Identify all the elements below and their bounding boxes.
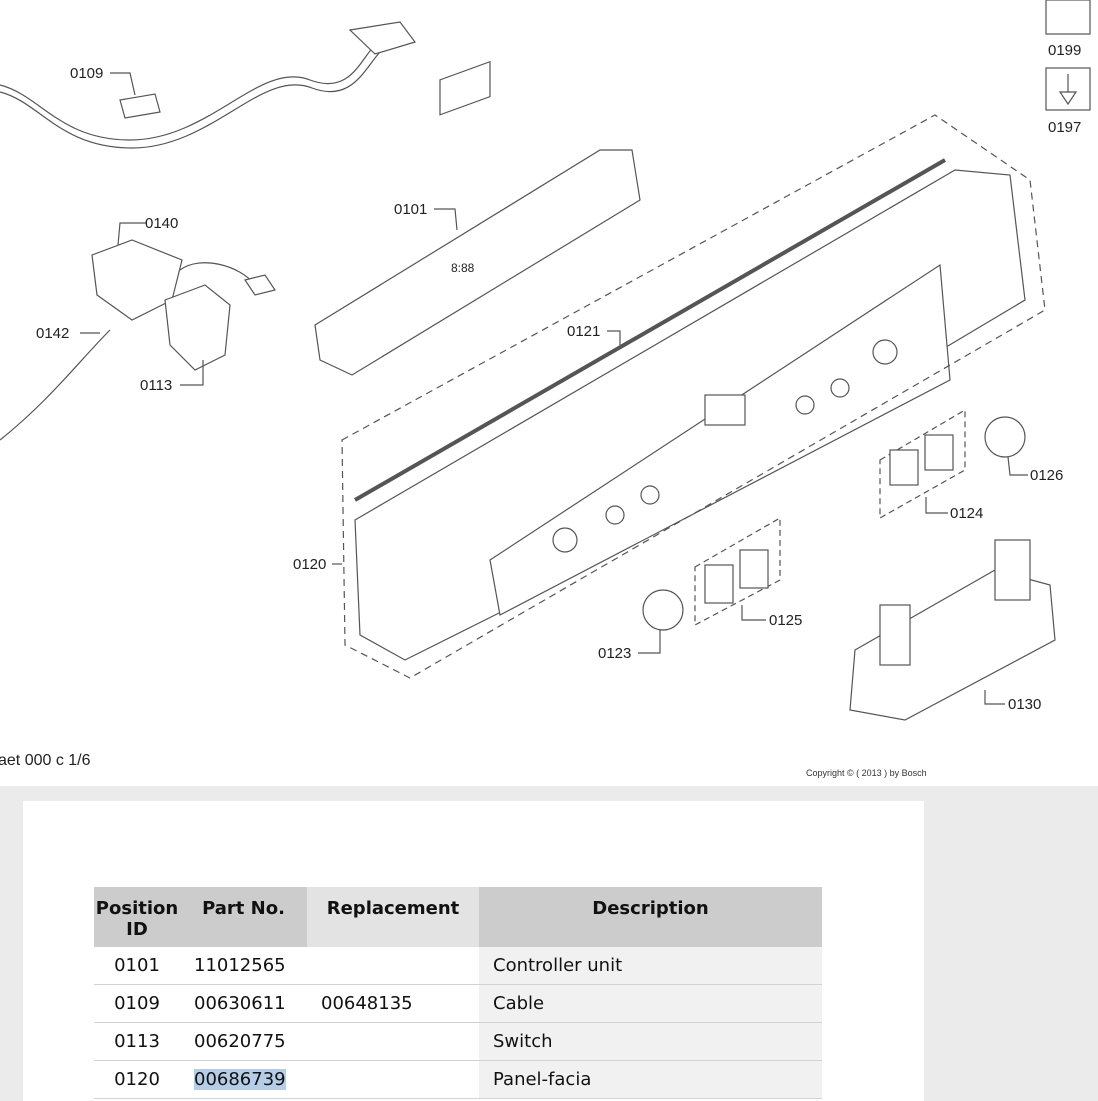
cell-replacement	[307, 1060, 479, 1099]
table-row: 0101 11012565 Controller unit	[94, 947, 822, 985]
cell-replacement[interactable]: 00648135	[307, 984, 479, 1023]
header-description: Description	[479, 887, 822, 947]
cell-position: 0101	[94, 947, 180, 985]
panel-group-outline	[341, 114, 1046, 679]
button-0125a	[704, 564, 734, 604]
callout-0113: 0113	[140, 377, 172, 394]
controller-unit-0101	[314, 149, 641, 376]
tool-icon-0199	[1045, 0, 1091, 35]
cell-position: 0109	[94, 984, 180, 1023]
callout-0125: 0125	[769, 612, 802, 629]
callout-0120: 0120	[293, 556, 326, 573]
callout-0124: 0124	[950, 505, 983, 522]
copyright-notice: Copyright © ( 2013 ) by Bosch	[806, 768, 927, 778]
selected-part-text[interactable]: 00686739	[194, 1069, 286, 1090]
table-row: 0113 00620775 Switch	[94, 1022, 822, 1061]
callout-0101: 0101	[394, 201, 427, 218]
cell-description: Cable	[479, 984, 822, 1023]
switch-0113	[164, 284, 231, 371]
cable-0109-wire	[0, 44, 376, 141]
callout-0130: 0130	[1008, 696, 1041, 713]
cell-part-no-highlighted[interactable]: 00686739	[180, 1060, 307, 1099]
callout-0142: 0142	[36, 325, 69, 342]
trim-strip-0121	[354, 158, 946, 502]
cell-replacement	[307, 1022, 479, 1061]
header-position-id: Position ID	[94, 887, 180, 947]
cell-position: 0113	[94, 1022, 180, 1061]
cell-description: Panel-facia	[479, 1060, 822, 1099]
callout-0199: 0199	[1048, 42, 1081, 59]
knob-0123	[642, 589, 684, 631]
table-row: 0120 00686739 Panel-facia	[94, 1060, 822, 1099]
header-replacement: Replacement	[307, 887, 479, 947]
cell-part-no[interactable]: 00630611	[180, 984, 307, 1023]
table-header-row: Position ID Part No. Replacement Descrip…	[94, 887, 822, 947]
sheet-label: aet 000 c 1/6	[0, 752, 91, 769]
cell-part-no[interactable]: 11012565	[180, 947, 307, 985]
cell-position: 0120	[94, 1060, 180, 1099]
cell-part-no[interactable]: 00620775	[180, 1022, 307, 1061]
cell-description: Switch	[479, 1022, 822, 1061]
knob-0126	[984, 416, 1026, 458]
cable-0109-connector	[348, 21, 416, 55]
callout-0197: 0197	[1048, 119, 1081, 136]
display-digits: 8:88	[451, 261, 475, 275]
cell-description: Controller unit	[479, 947, 822, 985]
callout-0121: 0121	[567, 323, 600, 340]
header-part-no: Part No.	[180, 887, 307, 947]
callout-0140: 0140	[145, 215, 178, 232]
callout-0126: 0126	[1030, 467, 1063, 484]
button-0124a	[889, 449, 919, 486]
cell-replacement	[307, 947, 479, 985]
callout-0123: 0123	[598, 645, 631, 662]
parts-table: Position ID Part No. Replacement Descrip…	[94, 887, 822, 1099]
display-window	[439, 60, 491, 116]
table-row: 0109 00630611 00648135 Cable	[94, 984, 822, 1023]
callout-0109: 0109	[70, 65, 103, 82]
exploded-parts-diagram: 0109 0140 0142 0113 0101 0121 0120 0123 …	[0, 0, 1091, 721]
